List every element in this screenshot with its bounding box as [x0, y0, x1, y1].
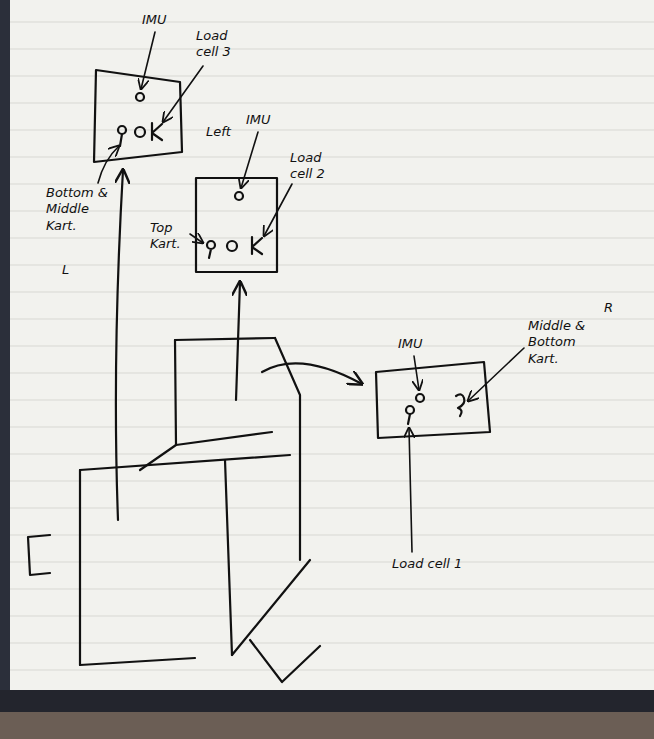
view-arrow: [236, 282, 240, 400]
callout-label: Middle & Bottom Kart.: [528, 318, 596, 367]
leader-line: [241, 132, 258, 188]
load-cell-symbol: [252, 237, 262, 254]
imu-symbol: [235, 192, 243, 200]
callout-label: Top Kart.: [150, 220, 190, 253]
leader-line: [409, 428, 412, 552]
view-arrow: [116, 170, 123, 520]
ruled-lines: [10, 22, 654, 670]
sensor-panel: [196, 178, 277, 272]
callout-label: Load cell 2: [290, 150, 338, 183]
leader-line: [264, 184, 292, 236]
leader-line: [163, 66, 203, 122]
sensor-symbol: [456, 394, 464, 416]
callout-label: Load cell 1: [392, 556, 462, 572]
callout-label: IMU: [142, 12, 167, 28]
sensor-symbol: [207, 241, 215, 258]
sensor-symbol: [227, 241, 237, 251]
imu-symbol: [416, 394, 424, 402]
callout-label: R: [604, 300, 613, 316]
frame-sketch: [28, 338, 320, 682]
notebook-cover: [0, 690, 654, 712]
leader-line: [414, 356, 419, 390]
sensor-panel: [376, 362, 490, 438]
load-cell-symbol: [406, 406, 414, 424]
leader-line: [141, 32, 155, 89]
leader-line: [468, 348, 524, 401]
callout-label: IMU: [398, 336, 423, 352]
sensor-panel: [94, 70, 182, 162]
imu-symbol: [136, 93, 144, 101]
load-cell-symbol: [152, 123, 162, 140]
desk: [0, 712, 654, 739]
leader-line: [190, 234, 203, 243]
callout-label: IMU: [246, 112, 271, 128]
sensor-symbol: [135, 127, 145, 137]
callout-label: Left: [206, 124, 231, 140]
leader-line: [98, 146, 119, 183]
callout-label: L: [62, 262, 69, 278]
notebook-edge: [0, 0, 10, 739]
view-arrow: [262, 363, 362, 384]
callout-label: Load cell 3: [196, 28, 244, 61]
sensor-symbol: [118, 126, 126, 146]
callout-label: Bottom & Middle Kart.: [46, 185, 112, 234]
